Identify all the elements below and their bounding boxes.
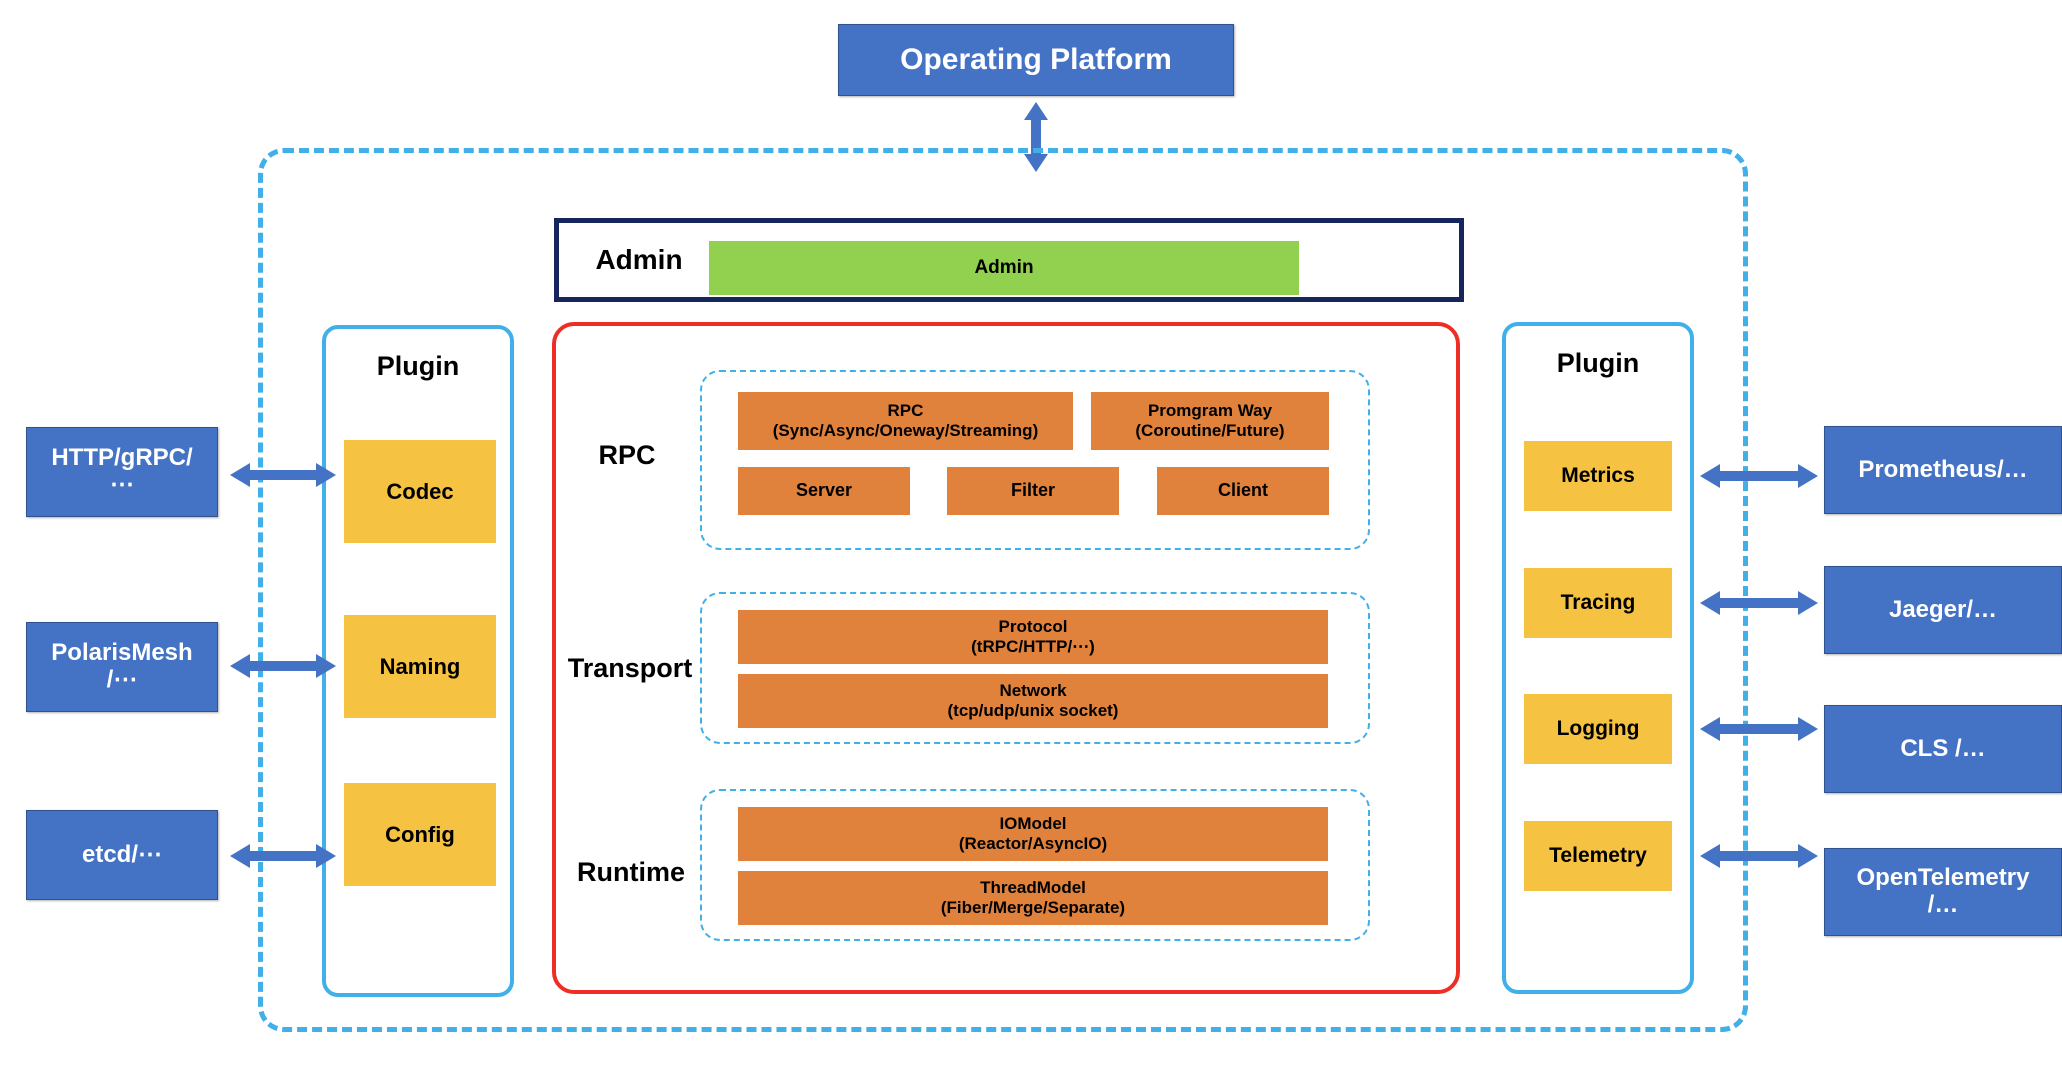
external-jaeger-label: Jaeger/… — [1888, 595, 1998, 623]
plugin-naming-label: Naming — [379, 653, 461, 679]
external-cls-box[interactable]: CLS /… — [1824, 705, 2062, 793]
right-plugin-panel: Plugin — [1502, 322, 1694, 994]
external-http-grpc-label: HTTP/gRPC/ ⋯ — [51, 444, 193, 498]
plugin-config-box[interactable]: Config — [344, 783, 496, 886]
rpc-client-box[interactable]: Client — [1157, 467, 1329, 515]
external-prometheus-label: Prometheus/… — [1858, 455, 2028, 483]
plugin-metrics-label: Metrics — [1561, 464, 1635, 487]
plugin-logging-label: Logging — [1556, 717, 1640, 740]
framework-boundary — [258, 148, 1748, 1032]
network-label: Network (tcp/udp/unix socket) — [947, 680, 1119, 720]
rpc-filter-box[interactable]: Filter — [947, 467, 1119, 515]
external-polarismesh-label: PolarisMesh /⋯ — [51, 639, 193, 693]
rpc-group: RPC (Sync/Async/Oneway/Streaming) Promgr… — [700, 370, 1370, 550]
plugin-telemetry-label: Telemetry — [1549, 844, 1647, 867]
plugin-codec-label: Codec — [386, 478, 454, 504]
external-prometheus-box[interactable]: Prometheus/… — [1824, 426, 2062, 514]
plugin-logging-box[interactable]: Logging — [1524, 694, 1672, 764]
plugin-codec-box[interactable]: Codec — [344, 440, 496, 543]
protocol-label: Protocol (tRPC/HTTP/⋯) — [971, 616, 1095, 656]
admin-bar[interactable]: Admin — [709, 241, 1299, 295]
external-cls-label: CLS /… — [1900, 734, 1986, 762]
external-opentelemetry-box[interactable]: OpenTelemetry /… — [1824, 848, 2062, 936]
transport-section-label: Transport — [567, 652, 693, 683]
arrow-telemetry-to-opentelemetry — [1698, 838, 1820, 874]
rpc-server-box[interactable]: Server — [738, 467, 910, 515]
operating-platform-label: Operating Platform — [900, 43, 1172, 77]
arrow-etcd-to-config — [228, 838, 338, 874]
runtime-group: IOModel (Reactor/AsyncIO) ThreadModel (F… — [700, 789, 1370, 941]
arrow-platform-to-framework — [1016, 100, 1056, 174]
plugin-config-label: Config — [385, 821, 455, 847]
rpc-client-label: Client — [1217, 480, 1268, 501]
network-box[interactable]: Network (tcp/udp/unix socket) — [738, 674, 1328, 728]
arrow-polarismesh-to-naming — [228, 648, 338, 684]
external-etcd-label: etcd/⋯ — [81, 840, 162, 868]
iomodel-box[interactable]: IOModel (Reactor/AsyncIO) — [738, 807, 1328, 861]
threadmodel-label: ThreadModel (Fiber/Merge/Separate) — [940, 877, 1126, 917]
operating-platform-box[interactable]: Operating Platform — [838, 24, 1234, 96]
rpc-section-label: RPC — [598, 439, 656, 470]
rpc-mode-box[interactable]: RPC (Sync/Async/Oneway/Streaming) — [738, 392, 1073, 450]
iomodel-label: IOModel (Reactor/AsyncIO) — [958, 813, 1108, 853]
external-opentelemetry-label: OpenTelemetry /… — [1856, 864, 2030, 918]
rpc-mode-label: RPC (Sync/Async/Oneway/Streaming) — [772, 400, 1039, 440]
external-jaeger-box[interactable]: Jaeger/… — [1824, 566, 2062, 654]
rpc-filter-label: Filter — [1010, 480, 1055, 501]
left-plugin-panel-title: Plugin — [376, 351, 460, 381]
admin-section-label: Admin — [595, 244, 683, 275]
external-http-grpc-box[interactable]: HTTP/gRPC/ ⋯ — [26, 427, 218, 517]
protocol-box[interactable]: Protocol (tRPC/HTTP/⋯) — [738, 610, 1328, 664]
program-way-label: Promgram Way (Coroutine/Future) — [1135, 400, 1285, 440]
plugin-tracing-label: Tracing — [1560, 591, 1636, 614]
threadmodel-box[interactable]: ThreadModel (Fiber/Merge/Separate) — [738, 871, 1328, 925]
arrow-http-to-codec — [228, 457, 338, 493]
right-plugin-panel-title: Plugin — [1556, 348, 1640, 378]
transport-group: Protocol (tRPC/HTTP/⋯) Network (tcp/udp/… — [700, 592, 1370, 744]
plugin-tracing-box[interactable]: Tracing — [1524, 568, 1672, 638]
plugin-metrics-box[interactable]: Metrics — [1524, 441, 1672, 511]
plugin-telemetry-box[interactable]: Telemetry — [1524, 821, 1672, 891]
external-etcd-box[interactable]: etcd/⋯ — [26, 810, 218, 900]
arrow-metrics-to-prometheus — [1698, 458, 1820, 494]
arrow-logging-to-cls — [1698, 711, 1820, 747]
plugin-naming-box[interactable]: Naming — [344, 615, 496, 718]
program-way-box[interactable]: Promgram Way (Coroutine/Future) — [1091, 392, 1329, 450]
runtime-section-label: Runtime — [577, 856, 685, 887]
admin-bar-label: Admin — [974, 257, 1034, 278]
admin-section: Admin Admin — [554, 218, 1464, 302]
external-polarismesh-box[interactable]: PolarisMesh /⋯ — [26, 622, 218, 712]
arrow-tracing-to-jaeger — [1698, 585, 1820, 621]
rpc-server-label: Server — [795, 480, 853, 501]
